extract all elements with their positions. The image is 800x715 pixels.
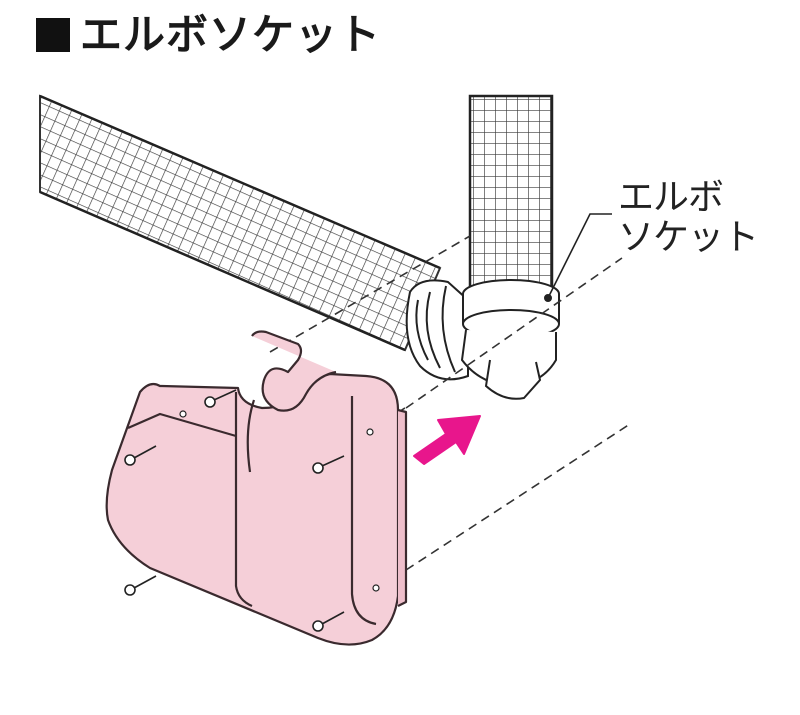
title-text: エルボソケット <box>80 10 382 59</box>
horizontal-hose <box>39 94 442 352</box>
callout-line-2: ソケット <box>618 217 759 258</box>
screw-icon <box>124 445 157 466</box>
screw-icon <box>312 611 345 632</box>
screw-icon <box>204 389 237 408</box>
screws <box>124 389 345 632</box>
title-square-bullet-icon <box>36 18 70 52</box>
elbow-socket-callout: エルボ ソケット <box>618 177 759 258</box>
elbow-socket <box>405 279 560 400</box>
callout-line-1: エルボ <box>618 177 724 218</box>
screw-icon <box>124 575 157 596</box>
screw-holes <box>179 410 380 592</box>
page-title: エルボソケット <box>36 14 381 56</box>
vertical-hose <box>468 94 554 296</box>
elbow-cover <box>105 330 408 646</box>
insert-direction-arrow-icon <box>413 415 481 465</box>
screw-icon <box>312 455 345 474</box>
callout-leader-line <box>547 213 612 299</box>
